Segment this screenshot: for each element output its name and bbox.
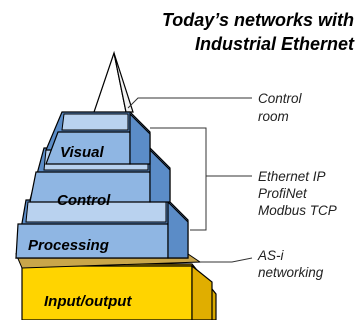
title-line-1: Today’s networks with [162, 10, 354, 30]
annotation-control-room-line2: room [258, 109, 289, 124]
annotation-ethernet-line1: Ethernet IP [258, 169, 326, 184]
title-line-2: Industrial Ethernet [195, 34, 355, 54]
annotation-ethernet-line2: ProfiNet [258, 186, 308, 201]
tier-label-visual: Visual [60, 144, 104, 161]
tier-label-processing: Processing [28, 237, 109, 254]
pyramid-apex [91, 50, 134, 119]
annotation-asi-line2: networking [258, 265, 324, 280]
leader-lines [127, 97, 253, 263]
tier-input-output [21, 263, 217, 320]
tier-label-control: Control [57, 192, 111, 209]
tier-processing [15, 199, 189, 259]
annotation-control-room: Control room [258, 91, 303, 124]
annotation-ethernet: Ethernet IP ProfiNet Modbus TCP [258, 169, 337, 218]
annotation-asi-line1: AS-i [257, 248, 285, 263]
annotation-ethernet-line3: Modbus TCP [258, 203, 337, 218]
tier-visual [45, 111, 151, 165]
annotation-control-room-line1: Control [258, 91, 303, 106]
annotation-asi: AS-i networking [257, 248, 324, 280]
tier-label-input-output: Input/output [44, 293, 132, 310]
